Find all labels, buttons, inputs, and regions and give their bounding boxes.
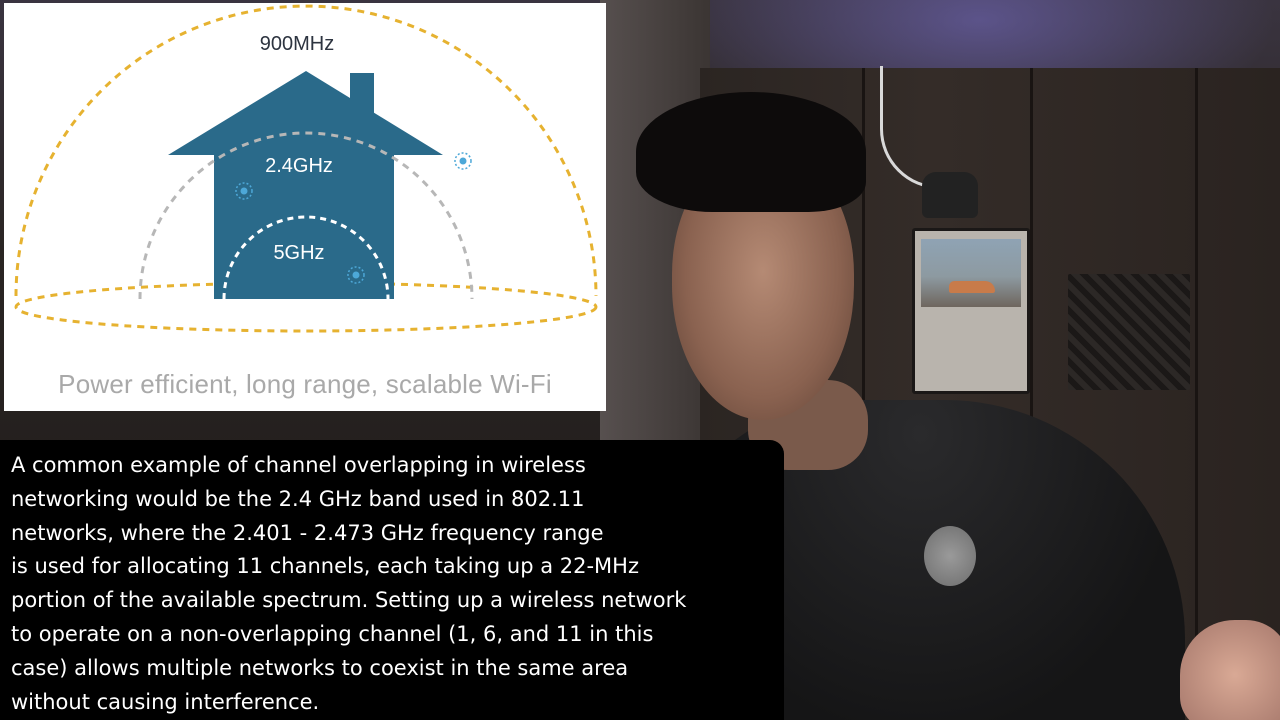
subtitle-line: case) allows multiple networks to coexis… <box>11 655 629 680</box>
subtitle-line: without causing interference. <box>11 689 320 714</box>
subtitle-text: A common example of channel overlapping … <box>11 449 781 719</box>
subtitle-line: to operate on a non-overlapping channel … <box>11 621 654 646</box>
wall-picture-frame <box>912 228 1030 394</box>
dome-base-ellipse <box>14 281 598 333</box>
lavalier-mic <box>924 526 976 586</box>
label-5ghz: 5GHz <box>273 242 325 264</box>
dome-900mhz <box>14 4 598 297</box>
signal-icon <box>235 182 253 200</box>
label-900mhz: 900MHz <box>259 33 335 55</box>
arc-2-4ghz <box>138 131 474 300</box>
subtitle-line: networking would be the 2.4 GHz band use… <box>11 486 585 511</box>
subtitle-line: portion of the available spectrum. Setti… <box>11 588 687 613</box>
house-chimney <box>350 73 374 121</box>
house-shape <box>168 71 443 299</box>
cabinet-seam <box>1195 68 1198 720</box>
range-illustration <box>14 4 598 333</box>
camera-mount <box>922 172 978 218</box>
cabinet-seam <box>862 68 865 720</box>
signal-icon <box>347 266 365 284</box>
wifi-range-diagram: 900MHz 2.4GHz 5GHz Power efficient, long… <box>4 3 606 411</box>
car-photo <box>921 239 1021 307</box>
subtitle-line: A common example of channel overlapping … <box>11 453 586 477</box>
subtitle-line: is used for allocating 11 channels, each… <box>11 554 639 579</box>
subtitle-overlay <box>0 440 784 720</box>
car-shape <box>949 281 995 293</box>
cabinet-seam <box>1030 68 1033 720</box>
person-hand <box>1180 620 1280 720</box>
subtitle-line: networks, where the 2.401 - 2.473 GHz fr… <box>11 520 604 545</box>
arc-5ghz <box>222 215 390 300</box>
slide-caption: Power efficient, long range, scalable Wi… <box>58 369 552 399</box>
acoustic-panel <box>1068 274 1190 390</box>
signal-icon <box>454 152 472 170</box>
label-2-4ghz: 2.4GHz <box>265 155 333 177</box>
person-hair <box>636 92 866 212</box>
